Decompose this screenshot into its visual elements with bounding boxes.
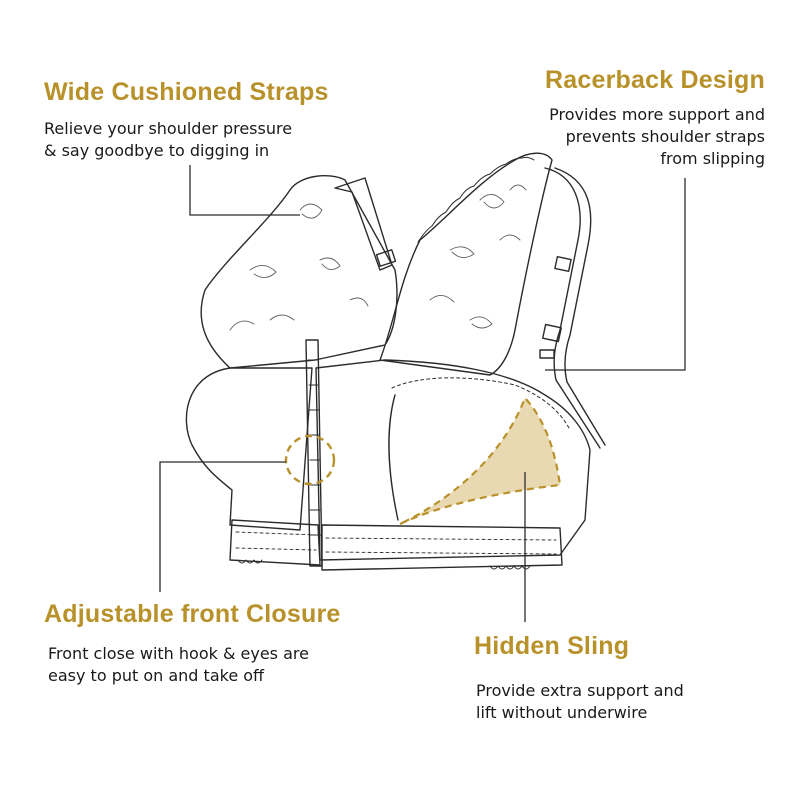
closure-strip (305, 339, 323, 567)
left-strap (334, 177, 393, 271)
straps-desc-line: & say goodbye to digging in (44, 141, 270, 160)
racerback-desc-line: Provides more support and (549, 105, 765, 124)
closure-desc-line: Front close with hook & eyes are (48, 644, 309, 663)
closure-desc-line: easy to put on and take off (48, 666, 265, 685)
right-cup-lower (315, 359, 591, 561)
closure-highlight-circle (284, 434, 336, 486)
straps-desc-line: Relieve your shoulder pressure (44, 119, 293, 138)
racerback-description: Provides more support and prevents shoul… (549, 104, 765, 170)
sling-desc-line: lift without underwire (476, 703, 648, 722)
sling-desc-line: Provide extra support and (476, 681, 684, 700)
closure-leader-line (159, 461, 286, 592)
straps-description: Relieve your shoulder pressure & say goo… (44, 118, 292, 162)
straps-heading: Wide Cushioned Straps (44, 78, 329, 106)
hidden-sling (399, 395, 562, 525)
right-lace-panel (379, 152, 553, 376)
sling-heading: Hidden Sling (474, 632, 630, 660)
left-lace-panel (200, 175, 398, 369)
closure-description: Front close with hook & eyes are easy to… (48, 643, 309, 687)
sling-description: Provide extra support and lift without u… (476, 680, 684, 724)
closure-heading: Adjustable front Closure (44, 600, 341, 628)
straps-leader-line (189, 165, 300, 216)
band (229, 519, 321, 566)
racerback-heading: Racerback Design (545, 66, 765, 94)
racerback-desc-line: from slipping (660, 149, 765, 168)
strap-ring-right (542, 323, 562, 343)
left-cup-lower (185, 367, 313, 531)
strap-slider-right (554, 255, 572, 273)
strap-slider-left (375, 249, 397, 267)
racerback-leader-line (545, 178, 686, 371)
racerback-strap (544, 167, 601, 449)
racerback-desc-line: prevents shoulder straps (565, 127, 765, 146)
